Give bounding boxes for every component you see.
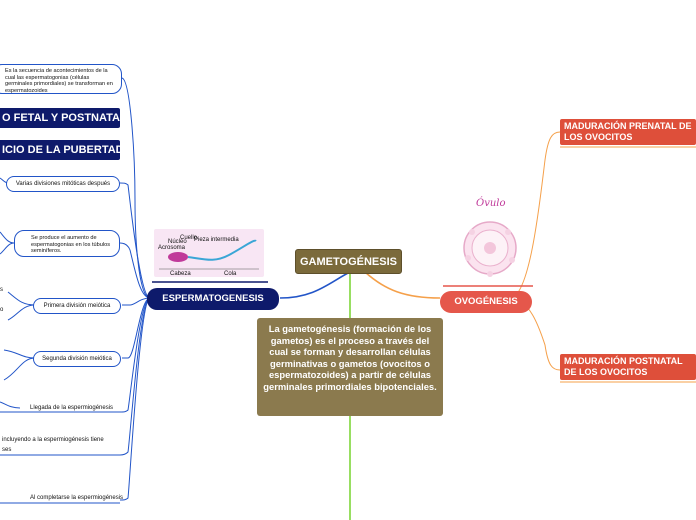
aumento-label: Se produce el aumento de espermatogonias…: [31, 235, 110, 255]
label-nucleo: Núcleo: [168, 239, 187, 245]
espermatogenesis-topic[interactable]: ESPERMATOGENESIS: [147, 288, 279, 310]
ovulo-image: Óvulo: [446, 196, 534, 284]
incluyendo-node[interactable]: incluyendo a la espermiogénesis tiene: [2, 436, 104, 444]
ovogenesis-topic[interactable]: OVOGÉNESIS: [440, 291, 532, 313]
central-topic[interactable]: GAMETOGÉNESIS: [295, 249, 402, 274]
espermatozoide-image: Núcleo Acrosoma Cuello Pieza intermedia …: [154, 229, 264, 277]
espermatogenesis-label: ESPERMATOGENESIS: [162, 293, 264, 304]
label-pieza-intermedia: Pieza intermedia: [194, 237, 239, 243]
aumento-node[interactable]: Se produce el aumento de espermatogonias…: [14, 230, 120, 257]
maduracion-prenatal-label: MADURACIÓN PRENATAL DE LOS OVOCITOS: [564, 121, 692, 142]
ovum-icon: [463, 221, 517, 277]
segunda-division-node[interactable]: Segunda división meiótica: [33, 351, 121, 367]
completarse-label: Al completarse la espermiogénesis: [30, 495, 124, 501]
pubertad-topic[interactable]: ICIO DE LA PUBERTAD: [0, 140, 124, 160]
mitoticas-label: Varias divisiones mitóticas después: [15, 181, 111, 187]
maduracion-postnatal-topic[interactable]: MADURACIÓN POSTNATAL DE LOS OVOCITOS: [560, 354, 696, 380]
fetal-postnatal-topic[interactable]: O FETAL Y POSTNATAL: [0, 108, 127, 128]
fases-node[interactable]: ses: [2, 446, 11, 454]
label-cola: Cola: [224, 271, 237, 277]
ovogenesis-label: OVOGÉNESIS: [454, 296, 518, 307]
primera-division-node[interactable]: Primera división meiótica: [33, 298, 121, 314]
definition-text: Es la secuencia de acontecimientos de la…: [5, 68, 113, 94]
primera-division-label: Primera división meiótica: [43, 303, 111, 309]
mitoticas-node[interactable]: Varias divisiones mitóticas después: [6, 176, 120, 192]
pubertad-label: ICIO DE LA PUBERTAD: [2, 144, 124, 156]
llegada-label: Llegada de la espermiogénesis: [30, 405, 114, 411]
description-box[interactable]: La gametogénesis (formación de los gamet…: [257, 318, 443, 416]
maduracion-prenatal-topic[interactable]: MADURACIÓN PRENATAL DE LOS OVOCITOS: [560, 119, 696, 145]
edge-fragment-1: s: [0, 287, 3, 293]
maduracion-postnatal-label: MADURACIÓN POSTNATAL DE LOS OVOCITOS: [564, 356, 683, 377]
label-cuello: Cuello: [180, 235, 198, 241]
ovulo-title: Óvulo: [476, 198, 506, 209]
label-acrosoma: Acrosoma: [158, 245, 186, 251]
description-text: La gametogénesis (formación de los gamet…: [263, 323, 437, 392]
completarse-node[interactable]: Al completarse la espermiogénesis: [30, 494, 123, 502]
central-title: GAMETOGÉNESIS: [300, 256, 397, 268]
espermatogenesis-definition[interactable]: Es la secuencia de acontecimientos de la…: [0, 64, 122, 94]
llegada-node[interactable]: Llegada de la espermiogénesis: [30, 404, 113, 412]
sperm-icon: [159, 239, 259, 270]
fases-label: ses: [2, 447, 12, 453]
incluyendo-label: incluyendo a la espermiogénesis tiene: [2, 437, 104, 443]
label-cabeza: Cabeza: [170, 271, 191, 277]
segunda-division-label: Segunda división meiótica: [42, 356, 112, 362]
fetal-postnatal-label: O FETAL Y POSTNATAL: [2, 112, 127, 124]
edge-fragment-2: o: [0, 307, 4, 313]
